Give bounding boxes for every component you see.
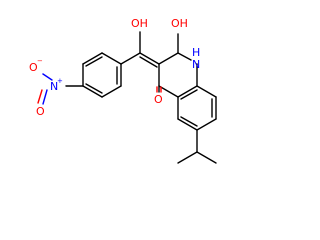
bond	[158, 85, 179, 98]
bond	[82, 85, 103, 98]
bond	[101, 85, 122, 98]
bond	[177, 151, 198, 164]
bond	[177, 52, 192, 61]
nitro-nitrogen-label: N	[50, 80, 58, 93]
benzo-ring	[177, 85, 217, 131]
bond	[196, 85, 217, 98]
bond	[101, 52, 122, 65]
isopropyl-group	[177, 129, 217, 164]
nitrogen-label: N	[192, 58, 200, 71]
ketone-oxygen-label: O	[154, 93, 163, 106]
bond	[82, 52, 103, 65]
nitro-oxygen-label: O	[36, 105, 45, 118]
structure-diagram: OH OH N H O N + O − O	[29, 17, 217, 164]
pyridinone-ring	[158, 52, 198, 98]
bond	[37, 89, 43, 104]
molecule-canvas: OH OH N H O N + O − O	[29, 17, 217, 164]
bond	[158, 52, 179, 65]
bond	[196, 151, 217, 164]
bond	[177, 118, 198, 131]
bond	[196, 118, 217, 131]
bond	[139, 56, 158, 68]
nitro-group	[37, 73, 84, 105]
bond	[42, 89, 48, 105]
hydroxyl-label: OH	[171, 17, 188, 30]
bond	[180, 116, 198, 127]
bond	[85, 83, 103, 94]
bond	[120, 52, 141, 65]
hydroxyl-label: OH	[131, 17, 148, 30]
bond	[177, 85, 198, 98]
bond	[180, 89, 198, 100]
nitro-oxygen-label: O	[29, 61, 38, 74]
negative-charge: −	[37, 57, 43, 65]
bond	[139, 52, 160, 65]
bond	[42, 73, 53, 81]
nitrophenyl-ring	[82, 52, 122, 98]
positive-charge: +	[57, 77, 63, 85]
bond	[85, 56, 103, 67]
hydrogen-label: H	[192, 46, 200, 59]
